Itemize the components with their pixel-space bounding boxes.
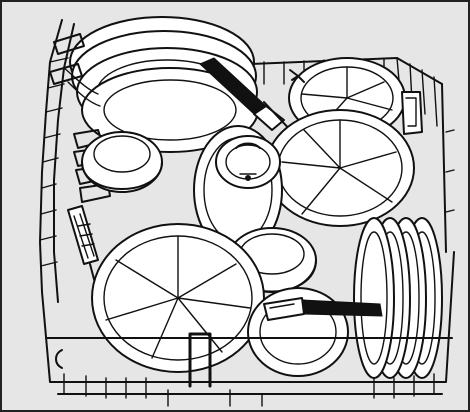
bowl-left [81, 131, 163, 193]
upright-plates-right [353, 217, 443, 379]
frying-pan-top [199, 57, 295, 135]
frying-pan-front [91, 223, 265, 373]
basket-front-wires [41, 251, 455, 407]
plate-middle-right [265, 109, 415, 227]
back-plates-stack [69, 16, 259, 153]
cup-top-view [215, 135, 281, 189]
pan-black-handle-bottom [247, 287, 383, 377]
left-cutlery-rack [39, 19, 111, 303]
